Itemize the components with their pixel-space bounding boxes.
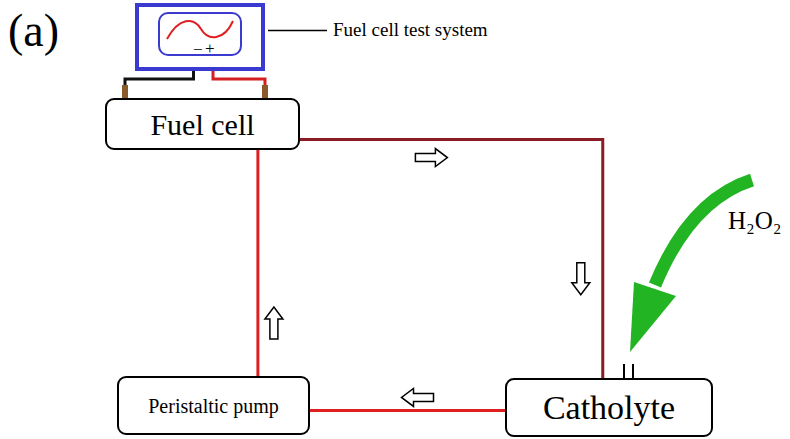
flow-arrow <box>265 307 283 339</box>
leader-line <box>268 30 327 32</box>
flow-arrow <box>402 388 434 406</box>
test-system-box: Fuel cell test system <box>135 3 265 71</box>
fuel-cell-box: Fuel cell <box>105 98 300 150</box>
screen-icon <box>139 7 261 67</box>
pump-box: Peristaltic pump <box>117 376 310 435</box>
catholyte-box: Catholyte <box>505 378 713 437</box>
terminal-post <box>122 85 128 98</box>
flow-arrow <box>415 149 447 167</box>
catholyte-inlet <box>624 364 633 378</box>
node-label: Fuel cell <box>150 108 254 141</box>
terminal-sign: − <box>193 41 203 58</box>
flow-arrow <box>572 263 590 295</box>
terminal-sign: + <box>205 40 215 57</box>
pipe-connector <box>258 150 283 376</box>
pipe-connector <box>122 71 194 98</box>
terminal-post <box>262 85 268 98</box>
panel-label: (a) <box>8 8 59 54</box>
chemical-label: H₂O₂ <box>728 208 782 233</box>
pipe-connector <box>213 71 268 98</box>
h2o2-feed-arrow <box>630 180 752 352</box>
system-label: Fuel cell test system <box>333 20 488 41</box>
pipe-connector <box>310 388 505 410</box>
node-label: Peristaltic pump <box>148 395 279 417</box>
node-label: Catholyte <box>543 389 675 426</box>
pipe-connector <box>300 140 603 378</box>
